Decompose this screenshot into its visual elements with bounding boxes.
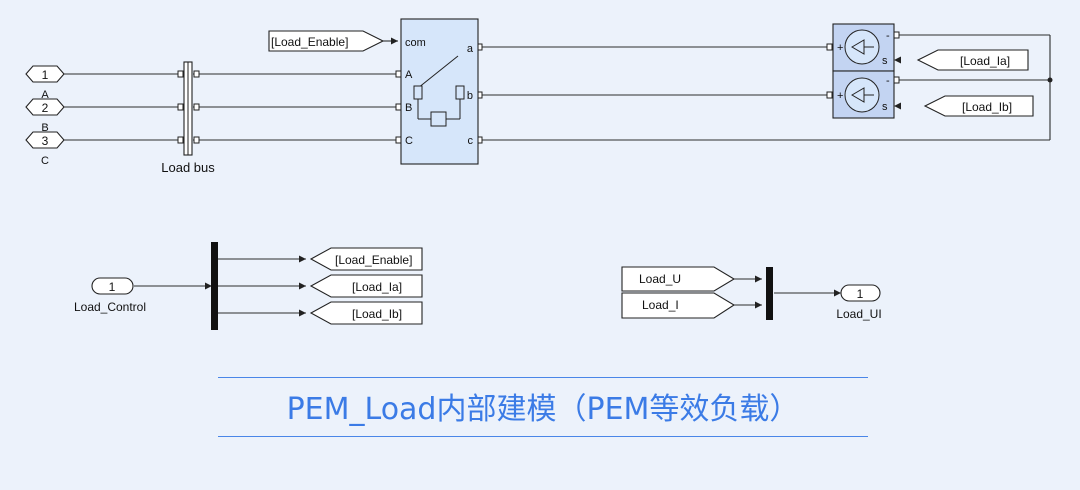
figure-caption: PEM_Load内部建模（PEM等效负载） (286, 392, 800, 427)
current-source-b-s: s (882, 101, 888, 113)
breaker-port-B: B (405, 102, 412, 114)
goto-load-enable-bottom-label: [Load_Enable] (335, 253, 412, 267)
from-load-ib-label: [Load_Ib] (962, 100, 1012, 114)
breaker-port-C: C (405, 135, 413, 147)
breaker-port-com: com (405, 37, 426, 49)
inport-b-label: B (41, 122, 48, 134)
inport-c[interactable]: 3 C (25, 131, 65, 167)
outport-load-ui-number: 1 (857, 287, 864, 301)
inport-c-label: C (41, 155, 49, 167)
inport-b[interactable]: 2 B (25, 98, 65, 134)
goto-load-ia-bottom[interactable]: [Load_Ia] (309, 274, 423, 298)
load-bus-label: Load bus (161, 160, 215, 175)
inport-load-control[interactable]: 1 Load_Control (74, 277, 146, 314)
current-source-b-minus: - (886, 75, 890, 87)
load-bus-block[interactable]: Load bus (161, 61, 215, 175)
current-source-a-plus: + (837, 42, 843, 54)
inport-load-control-label: Load_Control (74, 300, 146, 314)
caption-bottom-rule (218, 436, 868, 437)
mux-bar[interactable] (766, 267, 773, 320)
inport-a-label: A (41, 89, 49, 101)
from-load-u[interactable]: Load_U (621, 266, 736, 292)
from-load-u-label: Load_U (639, 272, 681, 286)
inport-c-number: 3 (42, 134, 49, 148)
breaker-port-c: c (468, 135, 474, 147)
demux-bar[interactable] (211, 242, 218, 330)
current-source-b-plus: + (837, 90, 843, 102)
breaker-switch-icon (413, 55, 465, 127)
outport-load-ui[interactable]: 1 Load_UI (836, 284, 882, 321)
goto-load-ib-bottom-label: [Load_Ib] (352, 307, 402, 321)
inport-b-number: 2 (42, 101, 49, 115)
breaker-port-A: A (405, 69, 413, 81)
goto-load-enable-bottom[interactable]: [Load_Enable] (309, 247, 423, 271)
current-source-b[interactable]: + - s (832, 70, 895, 119)
current-source-a-minus: - (886, 30, 890, 42)
goto-load-ib-bottom[interactable]: [Load_Ib] (309, 301, 423, 325)
goto-load-ia-bottom-label: [Load_Ia] (352, 280, 402, 294)
caption-top-rule (218, 377, 868, 378)
inport-a-number: 1 (42, 68, 49, 82)
goto-load-enable-top-label: [Load_Enable] (271, 35, 348, 49)
current-source-a[interactable]: + - s (832, 23, 895, 72)
goto-load-enable-top[interactable]: [Load_Enable] (268, 30, 385, 52)
from-load-i-label: Load_I (642, 298, 679, 312)
from-load-ia-label: [Load_Ia] (960, 54, 1010, 68)
from-load-ia[interactable]: [Load_Ia] (916, 49, 1029, 71)
breaker-port-a: a (467, 43, 474, 55)
from-load-ib[interactable]: [Load_Ib] (923, 95, 1034, 117)
current-source-arrow-icon (851, 87, 874, 103)
outport-load-ui-label: Load_UI (836, 307, 881, 321)
current-source-arrow-icon (851, 39, 874, 55)
from-load-i[interactable]: Load_I (621, 292, 736, 319)
current-source-a-s: s (882, 55, 888, 67)
inport-a[interactable]: 1 A (25, 65, 65, 101)
inport-load-control-number: 1 (109, 280, 116, 294)
three-phase-breaker[interactable]: com A B C a b c (400, 18, 479, 165)
breaker-port-b: b (467, 90, 473, 102)
